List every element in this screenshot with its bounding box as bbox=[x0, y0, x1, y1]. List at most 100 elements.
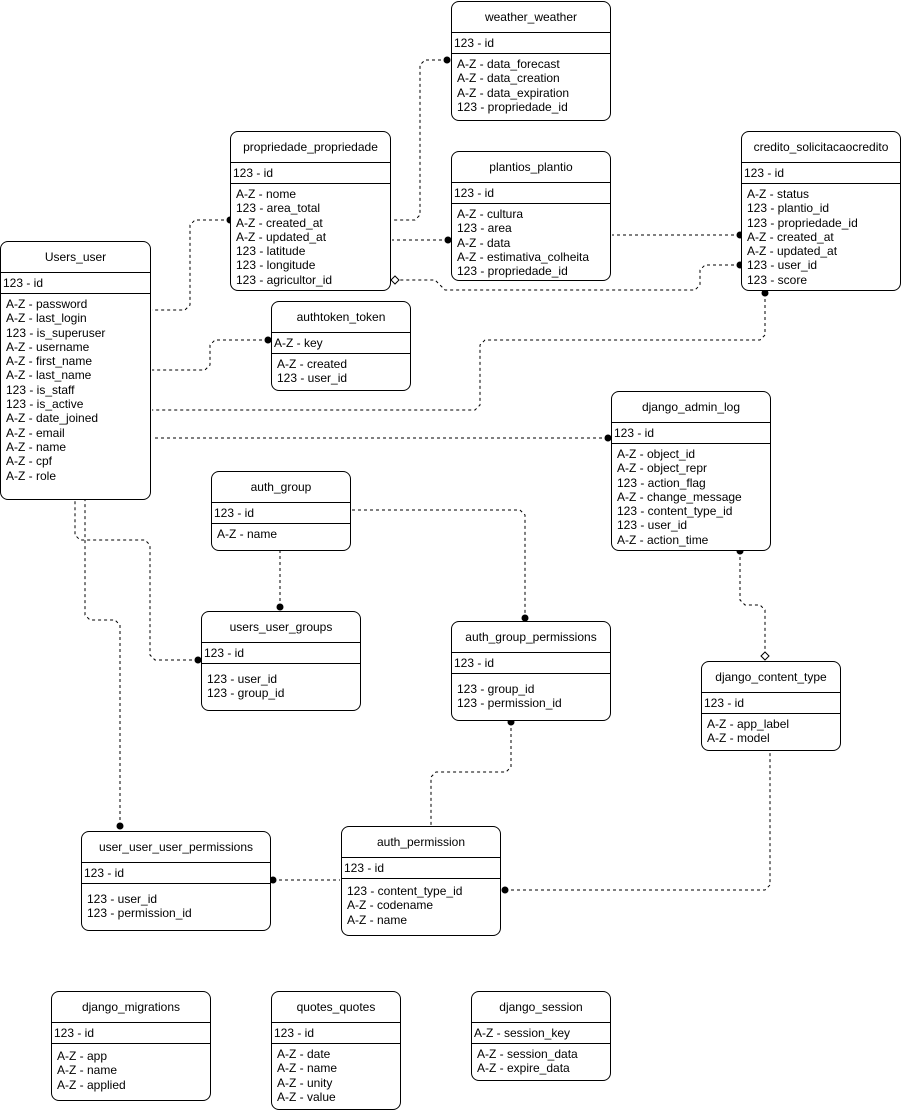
entity-title: credito_solicitacaocredito bbox=[742, 132, 900, 163]
column: 123 - group_id bbox=[457, 682, 535, 696]
link-authperm-contenttype bbox=[505, 752, 771, 891]
column: 123 - content_type_id bbox=[617, 504, 733, 519]
entity-title: Users_user bbox=[1, 242, 150, 273]
column: 123 - user_id bbox=[277, 371, 348, 386]
entity-credito-solicitacaocredito[interactable]: credito_solicitacaocredito 123 - id A-Z … bbox=[741, 131, 901, 291]
fk-dot bbox=[501, 886, 509, 894]
column: A-Z - name bbox=[277, 1061, 338, 1076]
column: A-Z - expire_data bbox=[477, 1061, 570, 1076]
column-list: A-Z - object_id A-Z - object_repr 123 - … bbox=[612, 444, 770, 547]
primary-key: 123 - id bbox=[52, 1023, 210, 1044]
column: A-Z - object_id bbox=[617, 447, 696, 461]
link-usergroups-users bbox=[74, 500, 198, 661]
column: A-Z - first_name bbox=[6, 354, 93, 369]
column-list: 123 - user_id 123 - permission_id bbox=[82, 884, 270, 921]
column: 123 - latitude bbox=[236, 244, 306, 259]
column: 123 - score bbox=[747, 272, 808, 287]
optional-diamond bbox=[390, 275, 400, 285]
link-userperms-users bbox=[84, 500, 121, 826]
primary-key: 123 - id bbox=[612, 423, 770, 444]
fk-dot bbox=[276, 603, 284, 611]
column: A-Z - status bbox=[747, 187, 810, 201]
column: A-Z - data_creation bbox=[457, 71, 560, 86]
primary-key: 123 - id bbox=[452, 653, 610, 674]
entity-quotes-quotes[interactable]: quotes_quotes 123 - id A-Z - date A-Z - … bbox=[271, 991, 401, 1110]
column: 123 - action_flag bbox=[617, 475, 706, 490]
entity-auth-group-permissions[interactable]: auth_group_permissions 123 - id 123 - gr… bbox=[451, 621, 611, 721]
column: A-Z - cultura bbox=[457, 207, 524, 221]
column: A-Z - estimativa_colheita bbox=[457, 249, 590, 264]
column: 123 - propriedade_id bbox=[457, 264, 568, 279]
primary-key: 123 - id bbox=[342, 858, 500, 879]
column: A-Z - data bbox=[457, 235, 511, 250]
column-list: A-Z - date A-Z - name A-Z - unity A-Z - … bbox=[272, 1044, 400, 1104]
fk-dot bbox=[443, 56, 451, 64]
link-weather-propriedade bbox=[392, 59, 447, 221]
entity-title: django_admin_log bbox=[612, 392, 770, 423]
entity-weather-weather[interactable]: weather_weather 123 - id A-Z - data_fore… bbox=[451, 1, 611, 121]
entity-title: quotes_quotes bbox=[272, 992, 400, 1023]
entity-title: django_session bbox=[472, 992, 610, 1023]
link-propriedade-users bbox=[152, 219, 230, 311]
column-list: A-Z - app A-Z - name A-Z - applied bbox=[52, 1044, 210, 1092]
column: 123 - agricultor_id bbox=[236, 272, 333, 287]
column: 123 - plantio_id bbox=[747, 201, 830, 216]
column: A-Z - last_login bbox=[6, 311, 87, 326]
column: A-Z - name bbox=[347, 912, 408, 927]
column: 123 - propriedade_id bbox=[747, 215, 858, 230]
column: A-Z - data_forecast bbox=[457, 57, 560, 71]
column: A-Z - value bbox=[277, 1089, 336, 1104]
column: 123 - user_id bbox=[617, 518, 688, 533]
primary-key: A-Z - key bbox=[272, 333, 410, 354]
column-list: A-Z - name bbox=[212, 524, 350, 541]
column: 123 - permission_id bbox=[457, 696, 562, 711]
primary-key: 123 - id bbox=[452, 183, 610, 204]
entity-title: user_user_user_permissions bbox=[82, 832, 270, 863]
entity-plantios-plantio[interactable]: plantios_plantio 123 - id A-Z - cultura … bbox=[451, 151, 611, 281]
column: 123 - user_id bbox=[747, 258, 818, 273]
entity-authtoken-token[interactable]: authtoken_token A-Z - key A-Z - created … bbox=[271, 301, 411, 391]
column: 123 - group_id bbox=[207, 686, 285, 701]
entity-users-user[interactable]: Users_user 123 - id A-Z - password A-Z -… bbox=[0, 241, 151, 500]
column: 123 - content_type_id bbox=[347, 884, 463, 898]
entity-django-session[interactable]: django_session A-Z - session_key A-Z - s… bbox=[471, 991, 611, 1081]
column-list: 123 - group_id 123 - permission_id bbox=[452, 674, 610, 711]
column: A-Z - last_name bbox=[6, 368, 92, 383]
entity-propriedade-propriedade[interactable]: propriedade_propriedade 123 - id A-Z - n… bbox=[230, 131, 391, 291]
column-list: 123 - content_type_id A-Z - codename A-Z… bbox=[342, 879, 500, 927]
entity-django-content-type[interactable]: django_content_type 123 - id A-Z - app_l… bbox=[701, 661, 841, 751]
column: 123 - user_id bbox=[207, 672, 278, 686]
column: A-Z - codename bbox=[347, 898, 434, 913]
primary-key: 123 - id bbox=[202, 643, 360, 664]
entity-title: auth_group_permissions bbox=[452, 622, 610, 653]
column: A-Z - updated_at bbox=[236, 229, 327, 244]
entity-title: users_user_groups bbox=[202, 612, 360, 643]
fk-dot bbox=[116, 822, 124, 830]
entity-auth-permission[interactable]: auth_permission 123 - id 123 - content_t… bbox=[341, 826, 501, 936]
entity-django-admin-log[interactable]: django_admin_log 123 - id A-Z - object_i… bbox=[611, 391, 771, 551]
optional-diamond bbox=[760, 651, 770, 661]
entity-user-user-user-permissions[interactable]: user_user_user_permissions 123 - id 123 … bbox=[81, 831, 271, 931]
column-list: A-Z - cultura 123 - area A-Z - data A-Z … bbox=[452, 204, 610, 278]
column-list: A-Z - created 123 - user_id bbox=[272, 354, 410, 386]
entity-users-user-groups[interactable]: users_user_groups 123 - id 123 - user_id… bbox=[201, 611, 361, 711]
link-groupperms-authperm bbox=[430, 722, 512, 825]
primary-key: 123 - id bbox=[231, 163, 390, 184]
entity-title: plantios_plantio bbox=[452, 152, 610, 183]
column: 123 - area_total bbox=[236, 201, 321, 216]
column-list: A-Z - nome 123 - area_total A-Z - create… bbox=[231, 184, 390, 287]
column: 123 - propriedade_id bbox=[457, 99, 568, 114]
column: 123 - is_staff bbox=[6, 382, 75, 397]
column: A-Z - updated_at bbox=[747, 244, 838, 259]
column-list: A-Z - app_label A-Z - model bbox=[702, 714, 840, 746]
column: 123 - area bbox=[457, 221, 512, 236]
column: A-Z - app bbox=[57, 1049, 108, 1063]
column-list: A-Z - password A-Z - last_login 123 - is… bbox=[1, 294, 150, 483]
column-list: 123 - user_id 123 - group_id bbox=[202, 664, 360, 701]
column: A-Z - session_data bbox=[477, 1047, 578, 1061]
entity-auth-group[interactable]: auth_group 123 - id A-Z - name bbox=[211, 471, 351, 551]
entity-django-migrations[interactable]: django_migrations 123 - id A-Z - app A-Z… bbox=[51, 991, 211, 1101]
entity-title: authtoken_token bbox=[272, 302, 410, 333]
primary-key: 123 - id bbox=[452, 33, 610, 54]
column: 123 - is_superuser bbox=[6, 325, 106, 340]
